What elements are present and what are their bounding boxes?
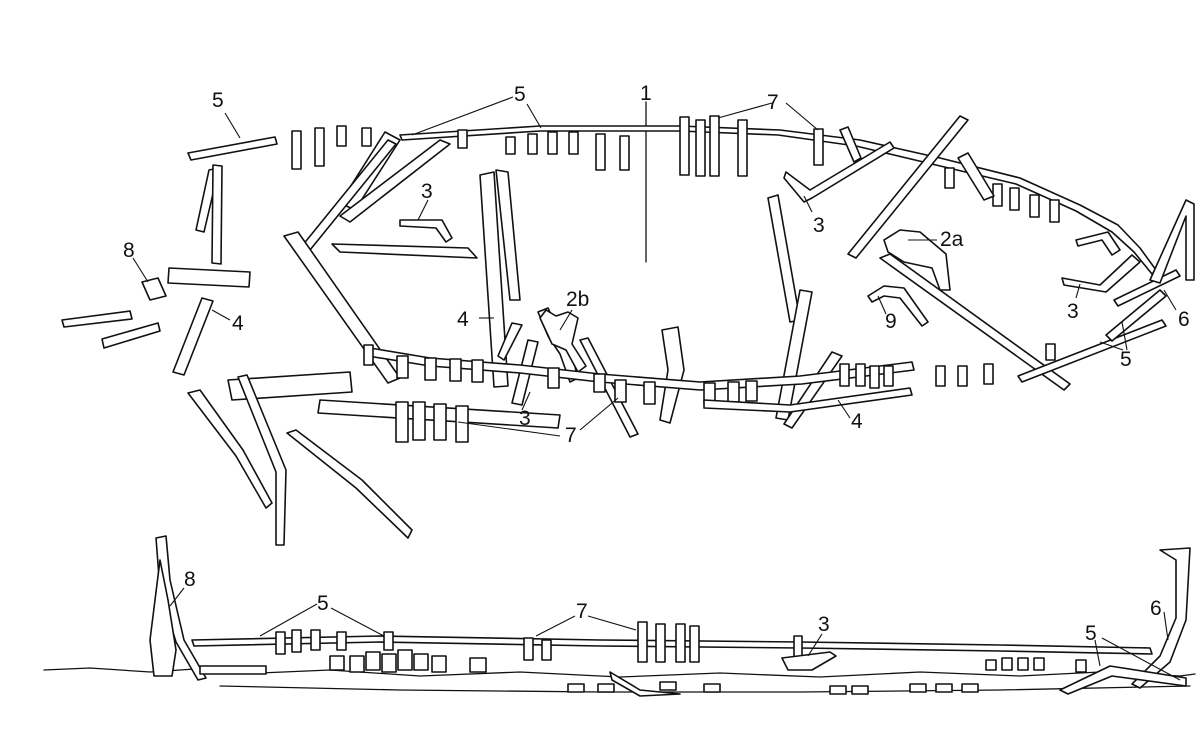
plan-labels: 5 5 1 7 2a 2b 3 3 3 3 8 4 4 4 9 6 5 7 <box>123 82 1190 447</box>
label-3-right-top: 3 <box>813 214 825 237</box>
label-4-bottom: 4 <box>851 410 863 433</box>
elevation-keel-piece <box>609 671 681 697</box>
label-5-rim-right: 5 <box>1120 348 1132 371</box>
label-9: 9 <box>885 310 897 333</box>
seabed-line <box>43 667 1196 678</box>
lower-plank <box>703 387 913 413</box>
elevation-frames <box>199 621 1087 695</box>
wreck-elevation: 8 5 7 3 5 6 <box>43 535 1196 697</box>
lower-rim <box>367 347 915 391</box>
label-5-elevation-left: 5 <box>317 592 329 615</box>
stem <box>1131 547 1191 689</box>
label-1-centerline: 1 <box>640 82 652 105</box>
label-4-left: 4 <box>232 312 244 335</box>
label-3-upper: 3 <box>421 180 433 203</box>
plan-leader-lines <box>132 96 1177 437</box>
label-7-elevation: 7 <box>576 600 588 623</box>
label-3-right: 3 <box>1067 300 1079 323</box>
label-4-middle: 4 <box>457 308 469 331</box>
label-7-frames-bottom: 7 <box>565 424 577 447</box>
elevation-labels: 8 5 7 3 5 6 <box>184 568 1162 645</box>
lower-hull-line <box>219 685 1191 693</box>
label-3-elevation: 3 <box>818 613 830 636</box>
label-5-rim-top: 5 <box>514 83 526 106</box>
label-6-elevation: 6 <box>1150 597 1162 620</box>
wreck-plan: 5 5 1 7 2a 2b 3 3 3 3 8 4 4 4 9 6 5 7 <box>61 82 1195 546</box>
elevation-leader-lines <box>169 587 1181 681</box>
label-5-rim-top-left: 5 <box>212 89 224 112</box>
label-8-plan: 8 <box>123 239 135 262</box>
upper-frames <box>291 115 1060 223</box>
label-5-elevation-right: 5 <box>1085 622 1097 645</box>
label-3-lower: 3 <box>519 407 531 430</box>
stern-post-fill <box>149 559 177 677</box>
elevation-rim-right <box>1059 665 1187 695</box>
label-6-plan: 6 <box>1178 308 1190 331</box>
elevation-gunwale <box>191 635 1153 655</box>
elevation-floor <box>781 651 837 671</box>
label-8-elevation: 8 <box>184 568 196 591</box>
label-7-frames-top: 7 <box>767 91 779 114</box>
label-2b: 2b <box>566 288 589 311</box>
lower-frames <box>363 343 1056 443</box>
fragments <box>141 229 951 373</box>
label-2a: 2a <box>940 228 964 251</box>
